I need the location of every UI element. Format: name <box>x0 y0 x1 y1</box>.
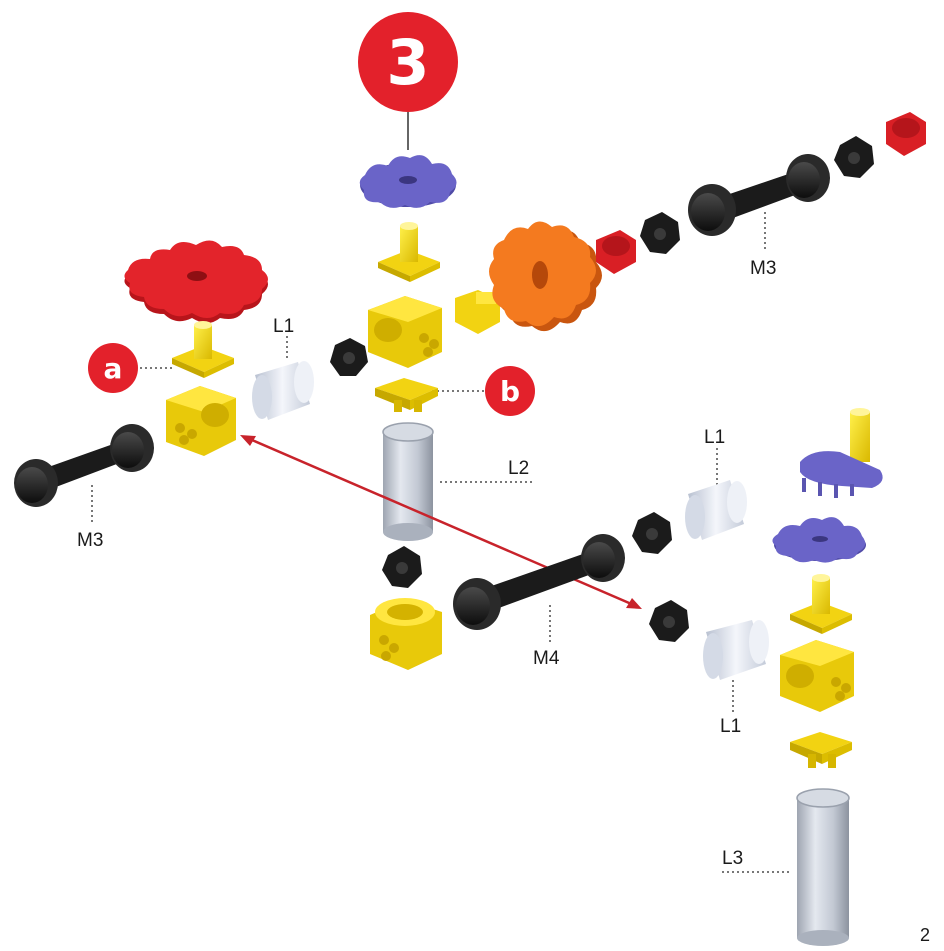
yellow-hub-right <box>780 640 854 712</box>
yellow-hub-left <box>166 386 236 456</box>
yellow-cap-right <box>790 732 852 768</box>
step-number: 3 <box>386 25 430 99</box>
black-spur-right-1 <box>640 212 680 254</box>
purple-gear-top <box>359 155 457 208</box>
black-axle-m4 <box>453 534 625 630</box>
callout-b-badge: b <box>485 366 535 416</box>
direction-arrow <box>240 435 642 609</box>
yellow-cap-b <box>375 378 438 412</box>
black-axle-right <box>688 154 830 236</box>
white-tube-right-bottom <box>703 620 769 680</box>
label-m4: M4 <box>533 648 560 669</box>
yellow-hub-lower <box>370 598 442 670</box>
label-l1-right-bottom: L1 <box>720 716 742 737</box>
label-m3-right: M3 <box>750 258 777 279</box>
yellow-connector-small <box>455 290 500 334</box>
red-bushing-2 <box>886 112 926 156</box>
label-l1-right-top: L1 <box>704 427 726 448</box>
black-spur-right-2 <box>834 136 874 178</box>
black-spur-lower-left <box>382 546 422 588</box>
grey-tube-l2 <box>382 422 434 541</box>
red-bushing-1 <box>596 230 636 274</box>
white-tube-right-top <box>685 480 747 540</box>
yellow-post-center <box>378 222 440 282</box>
callout-a-badge: a <box>88 343 138 393</box>
black-axle-left <box>14 424 154 507</box>
label-l3: L3 <box>722 848 744 869</box>
black-spur-lower-right <box>649 600 689 642</box>
yellow-hub-center <box>368 296 442 368</box>
label-l2: L2 <box>508 458 530 479</box>
grey-tube-l3 <box>796 788 850 946</box>
step-number-badge: 3 <box>358 12 458 112</box>
red-gear-left <box>124 240 268 323</box>
callout-b-letter: b <box>499 374 521 408</box>
yellow-post-left <box>172 321 234 378</box>
callout-a-letter: a <box>103 351 123 385</box>
yellow-post-right <box>790 574 852 634</box>
page-number: 2 <box>920 925 931 945</box>
black-spur-top <box>330 338 368 376</box>
label-m3-left: M3 <box>77 530 104 551</box>
yellow-crank-purple-base <box>800 408 883 498</box>
label-l1-top: L1 <box>273 316 295 337</box>
white-tube-top <box>252 361 314 420</box>
orange-gear <box>489 221 602 332</box>
black-spur-mid <box>632 512 672 554</box>
purple-gear-right <box>772 517 866 563</box>
